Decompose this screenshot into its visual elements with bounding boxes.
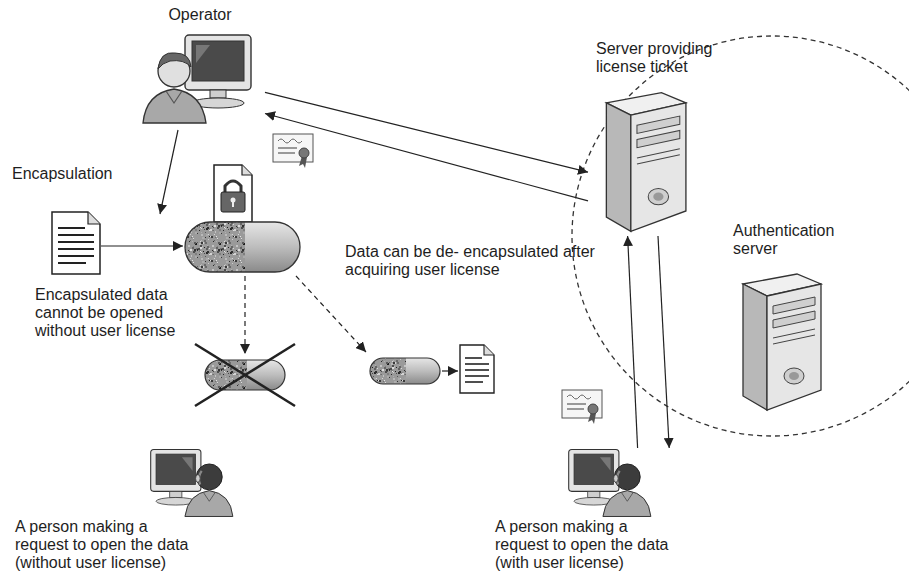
decapsulation-arrow	[442, 370, 458, 371]
node-text: A person making a request to open the da…	[495, 518, 681, 572]
operator-terminal: Operator	[135, 6, 265, 128]
note-label: Data can be de- encapsulated after acqui…	[345, 243, 620, 279]
denied-capsule	[195, 344, 295, 406]
encapsulation-arrow	[160, 130, 178, 214]
dashed-arrow	[244, 276, 245, 354]
node-text: A person making a request to open the da…	[15, 518, 201, 572]
license-server: Server providing license ticket	[588, 40, 728, 236]
lock-tag	[214, 165, 252, 222]
node-text: Authentication server	[733, 222, 861, 258]
license-request-arrow	[628, 236, 638, 448]
server-icon	[588, 90, 690, 234]
server-region	[572, 36, 909, 436]
computer-user-icon	[132, 448, 247, 518]
license-request-arrow	[265, 114, 588, 201]
dashed-arrow	[296, 276, 366, 352]
received-capsule	[370, 358, 440, 384]
license-certificate	[273, 134, 313, 168]
requester-with-license: A person making a request to open the da…	[490, 448, 700, 574]
license-request-arrow	[265, 92, 588, 172]
license-request-arrow	[658, 236, 669, 448]
step-label: Encapsulation	[12, 165, 142, 183]
requester-without-license: A person making a request to open the da…	[12, 448, 257, 574]
computer-user-icon	[550, 448, 665, 518]
document-icon	[52, 212, 100, 274]
document-arrow	[101, 245, 183, 246]
license-certificate	[562, 390, 602, 424]
encapsulated-capsule	[185, 222, 300, 272]
computer-user-icon	[140, 30, 260, 128]
document-icon	[460, 345, 494, 393]
note-label: Encapsulated data cannot be opened witho…	[35, 286, 195, 340]
authentication-server: Authentication server	[725, 222, 875, 412]
server-icon	[725, 272, 825, 412]
node-text: Operator	[135, 6, 265, 24]
node-text: Server providing license ticket	[596, 40, 728, 76]
